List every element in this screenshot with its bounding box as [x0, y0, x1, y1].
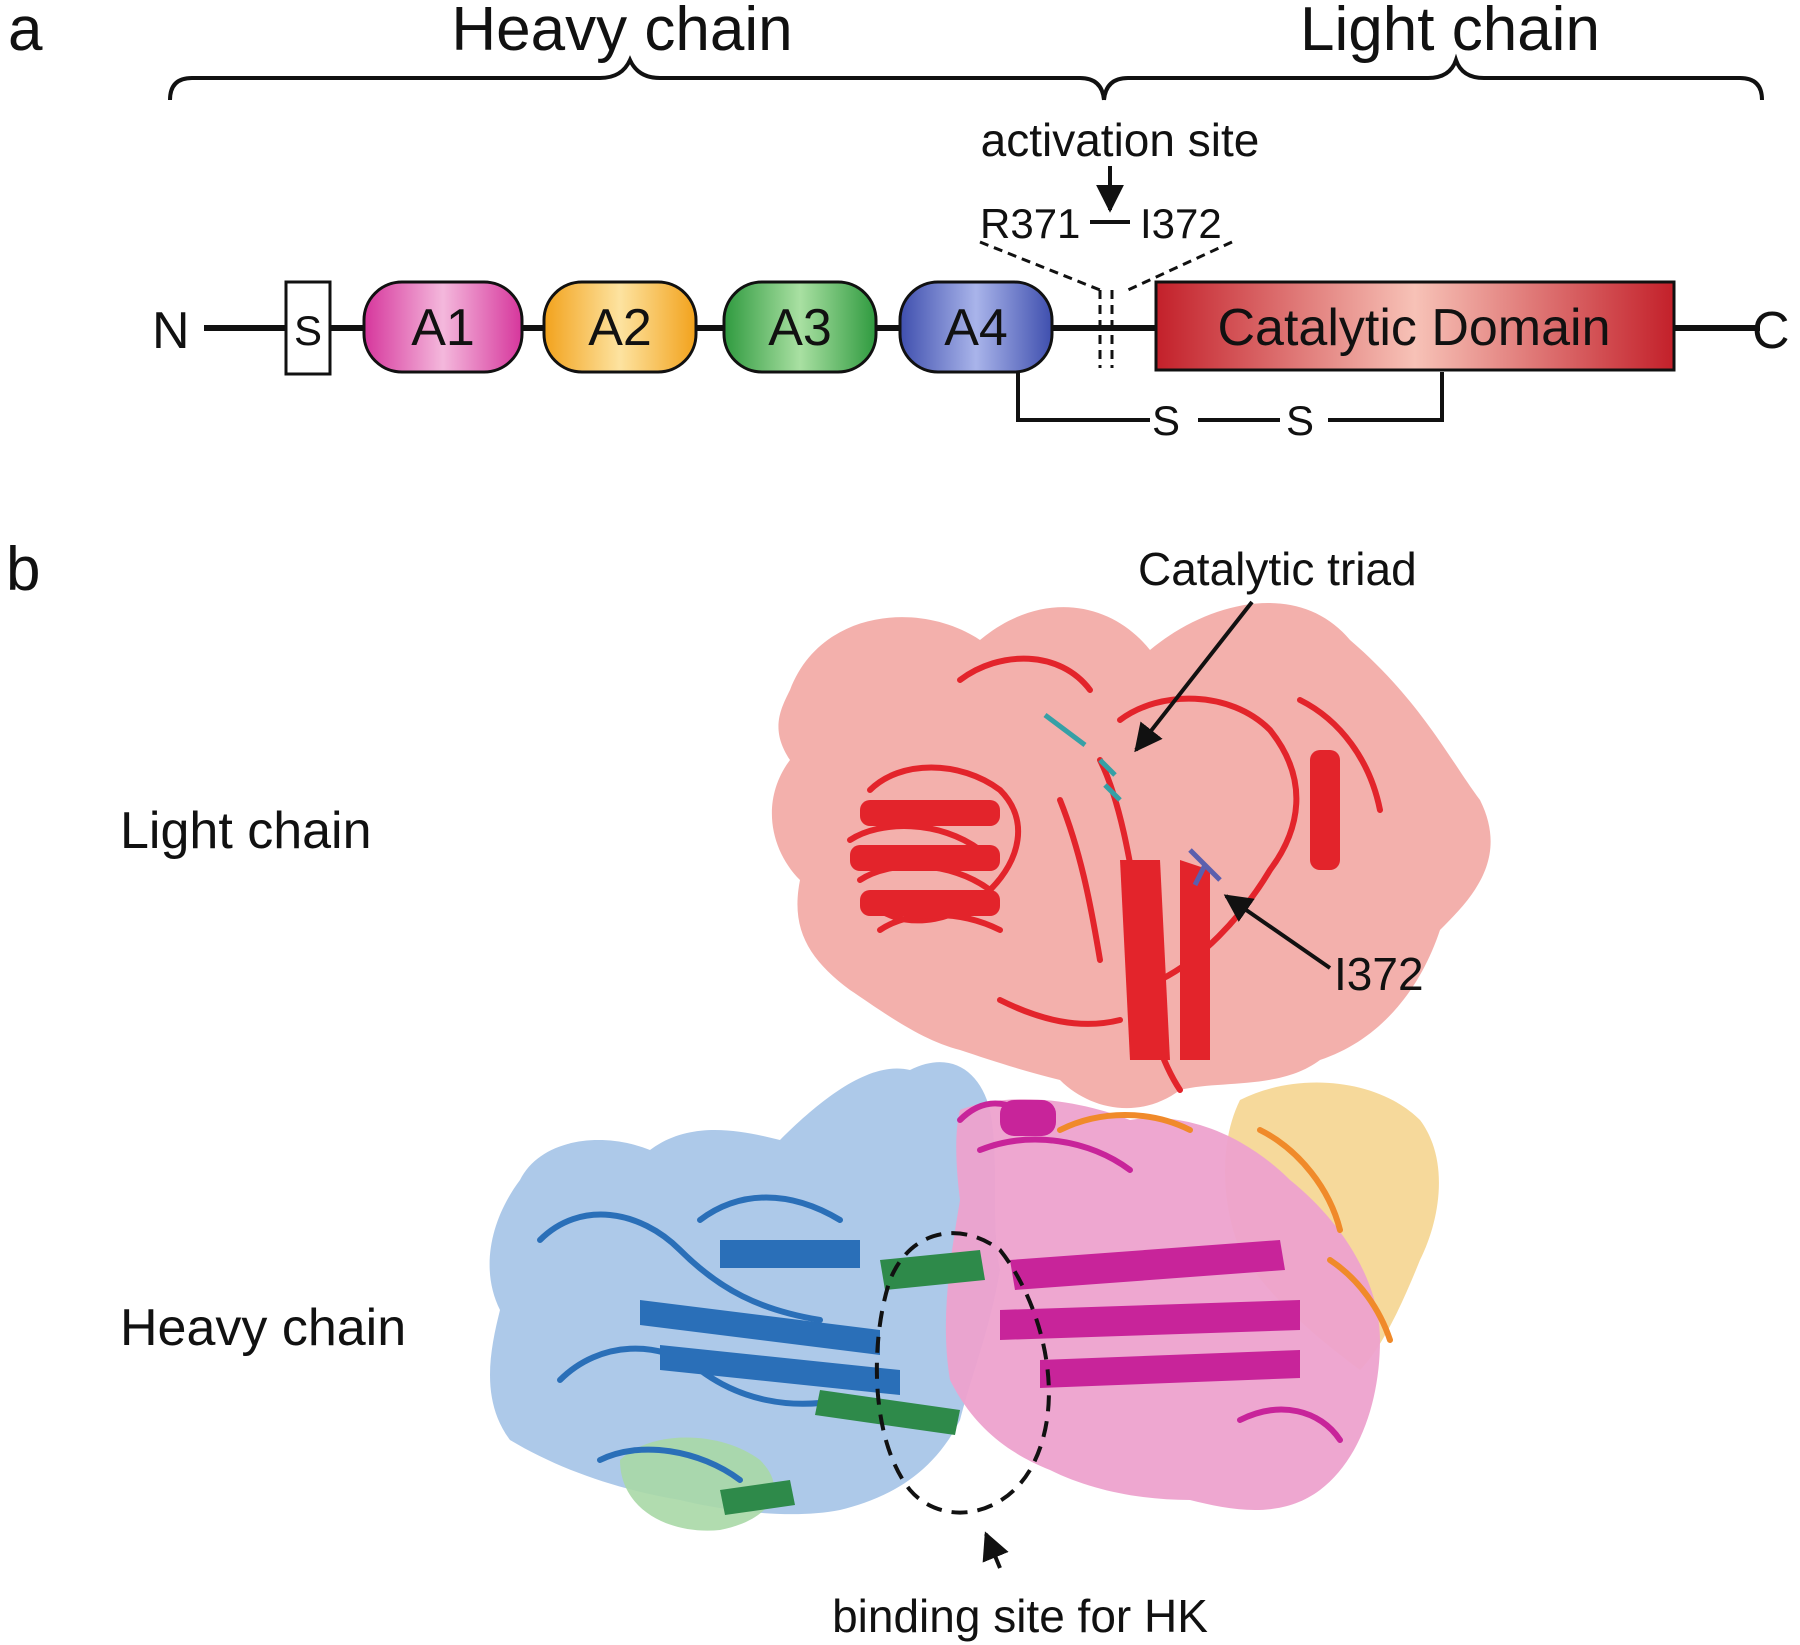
binding-site-label: binding site for HK: [832, 1590, 1208, 1642]
i372-arrow: [1223, 894, 1332, 970]
c-terminus: C: [1752, 302, 1790, 360]
signal-peptide-box: [284, 280, 332, 376]
domain-a3-label: A3: [768, 299, 832, 357]
disulfide-s-left: S: [1152, 397, 1180, 444]
domain-a2: A2: [542, 280, 698, 374]
catalytic-triad-label: Catalytic triad: [1138, 543, 1417, 595]
a1-sheets: [1000, 1100, 1300, 1388]
residue-i372: I372: [1140, 200, 1222, 247]
i372-label: I372: [1334, 948, 1424, 1000]
protein-structure: [489, 602, 1491, 1531]
light-chain-helices: [850, 750, 1340, 1060]
catalytic-triad-sticks: [1043, 713, 1122, 802]
catalytic-triad-arrow: [1134, 600, 1254, 753]
binding-site-arrow: [982, 1531, 1009, 1569]
light-chain-title: Light chain: [1300, 0, 1600, 64]
panel-a: a Heavy chain Light chain activation sit…: [8, 0, 1790, 444]
n-terminus: N: [152, 302, 190, 360]
a4-sheets: [640, 1240, 900, 1395]
domain-a3: A3: [722, 280, 878, 374]
panel-b-heavy-chain-label: Heavy chain: [120, 1299, 406, 1357]
catalytic-domain-label: Catalytic Domain: [1217, 299, 1610, 357]
domain-a2-label: A2: [588, 299, 652, 357]
residue-r371: R371: [980, 200, 1080, 247]
panel-b-label: b: [6, 535, 40, 604]
a4-ribbon: [537, 1194, 843, 1483]
binding-site-outline: [874, 1231, 1051, 1515]
domain-a4-label: A4: [944, 299, 1008, 357]
panel-b: b: [6, 535, 1491, 1642]
panel-b-light-chain-label: Light chain: [120, 802, 372, 860]
activation-site-label: activation site: [981, 114, 1260, 166]
a2-ribbon: [1057, 1112, 1393, 1343]
heavy-chain-brace: [168, 55, 1106, 101]
a4-surface: [489, 1062, 1000, 1515]
a3-ribbon: [720, 1250, 985, 1515]
heavy-chain-title: Heavy chain: [451, 0, 792, 64]
panel-a-label: a: [8, 0, 43, 64]
light-chain-brace: [1102, 53, 1764, 101]
disulfide-s-right: S: [1286, 397, 1314, 444]
i372-sticks: [1188, 848, 1222, 887]
signal-peptide-label: S: [294, 307, 322, 354]
domain-a1: A1: [362, 280, 524, 374]
domain-a4: A4: [898, 280, 1054, 374]
domain-a1-label: A1: [411, 299, 475, 357]
zoom-lines: [979, 240, 1233, 292]
disulfide-bridge: [1016, 372, 1444, 422]
catalytic-domain: Catalytic Domain: [1154, 280, 1676, 372]
